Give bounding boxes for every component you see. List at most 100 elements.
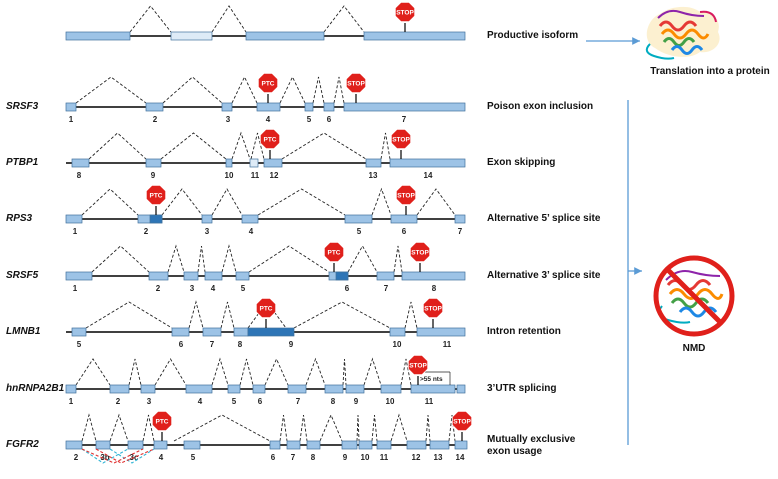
stop-sign: STOP [394,1,416,32]
exon [225,158,233,168]
exon-number: 3b [100,453,109,462]
exon [286,440,301,450]
exon [183,271,199,281]
ptc-text: PTC [264,136,277,143]
exon [389,327,406,337]
exon-number: 5 [77,340,82,349]
exon [247,327,295,337]
exon [363,31,466,41]
ptc-sign: PTC [259,128,281,159]
event-label-lmnb1: Intron retention [487,326,561,337]
exon [287,384,307,394]
event-label-rps3: Alternative 5’ splice site [487,213,601,224]
gene-name-srsf5: SRSF5 [6,270,39,281]
exon [140,384,156,394]
exon [376,271,395,281]
exon-number: 8 [311,453,316,462]
exon [235,271,250,281]
exon-number: 10 [361,453,370,462]
exon-number: 4 [211,284,216,293]
exon [324,384,344,394]
exon [204,271,223,281]
stop-text: STOP [397,192,415,199]
exon [380,384,402,394]
stop-sign: STOP [395,184,417,215]
exon-number: 13 [369,171,378,180]
exon [269,440,281,450]
exon-number: 8 [77,171,82,180]
exon-number: 4 [159,453,164,462]
exon [221,102,233,112]
exon-number: 8 [432,284,437,293]
stop-text: STOP [409,362,427,369]
exon [145,158,162,168]
event-label-hnrnpa2b1: 3’UTR splicing [487,383,557,394]
exon-number: 2 [156,284,161,293]
exon-number: 8 [331,397,336,406]
exon [341,440,358,450]
gene-name-fgfr2: FGFR2 [6,439,39,450]
exon [65,271,93,281]
ptc-text: PTC [156,418,169,425]
exon-number: 7 [384,284,389,293]
exon [365,158,382,168]
exon [95,440,111,450]
exon-number: 1 [69,397,74,406]
exon [65,440,83,450]
stop-sign: STOP [345,72,367,103]
exon [171,327,190,337]
exon [343,102,466,112]
stop-sign: STOP [451,410,473,441]
exon [201,214,213,224]
exon-number: 6 [179,340,184,349]
exon-number: 5 [191,453,196,462]
exon [263,158,283,168]
exon-number: 9 [289,340,294,349]
exon-number: 1 [73,227,78,236]
stop-text: STOP [453,418,471,425]
exon-number: 6 [271,453,276,462]
exon [306,440,321,450]
exon-number: 2 [74,453,79,462]
exon-number: 3c [130,453,139,462]
productive-isoform-label: Productive isoform [487,30,579,41]
exon-number: 11 [425,397,434,406]
exon-number: 10 [386,397,395,406]
exon-number: 10 [225,171,234,180]
exon [109,384,130,394]
event-label-ptbp1: Exon skipping [487,157,556,168]
exon-number: 2 [116,397,121,406]
utr-note: >55 nts [420,376,443,383]
exon-number: 6 [402,227,407,236]
ptc-sign: PTC [255,297,277,328]
exon-number: 1 [73,284,78,293]
ptc-text: PTC [150,192,163,199]
prohibited-icon [653,255,735,337]
gene-name-rps3: RPS3 [6,213,33,224]
exon [429,440,450,450]
exon [202,327,222,337]
exon [390,214,418,224]
gene-row-productive [65,5,466,41]
exon [170,31,213,41]
event-label-fgfr2: Mutually exclusive [487,434,576,445]
nmd-label: NMD [682,343,706,354]
stop-text: STOP [392,136,410,143]
exon-number: 12 [412,453,421,462]
exon [233,327,249,337]
exon-number: 6 [258,397,263,406]
exon [252,384,266,394]
exon-number: 14 [424,171,433,180]
exon [410,384,456,394]
event-label-fgfr2-line2: exon usage [487,446,543,457]
exon-number: 5 [241,284,246,293]
stop-text: STOP [411,249,429,256]
exon [454,214,466,224]
exon-number: 4 [198,397,203,406]
exon-number: 2 [153,115,158,124]
exon-number: 11 [443,340,452,349]
